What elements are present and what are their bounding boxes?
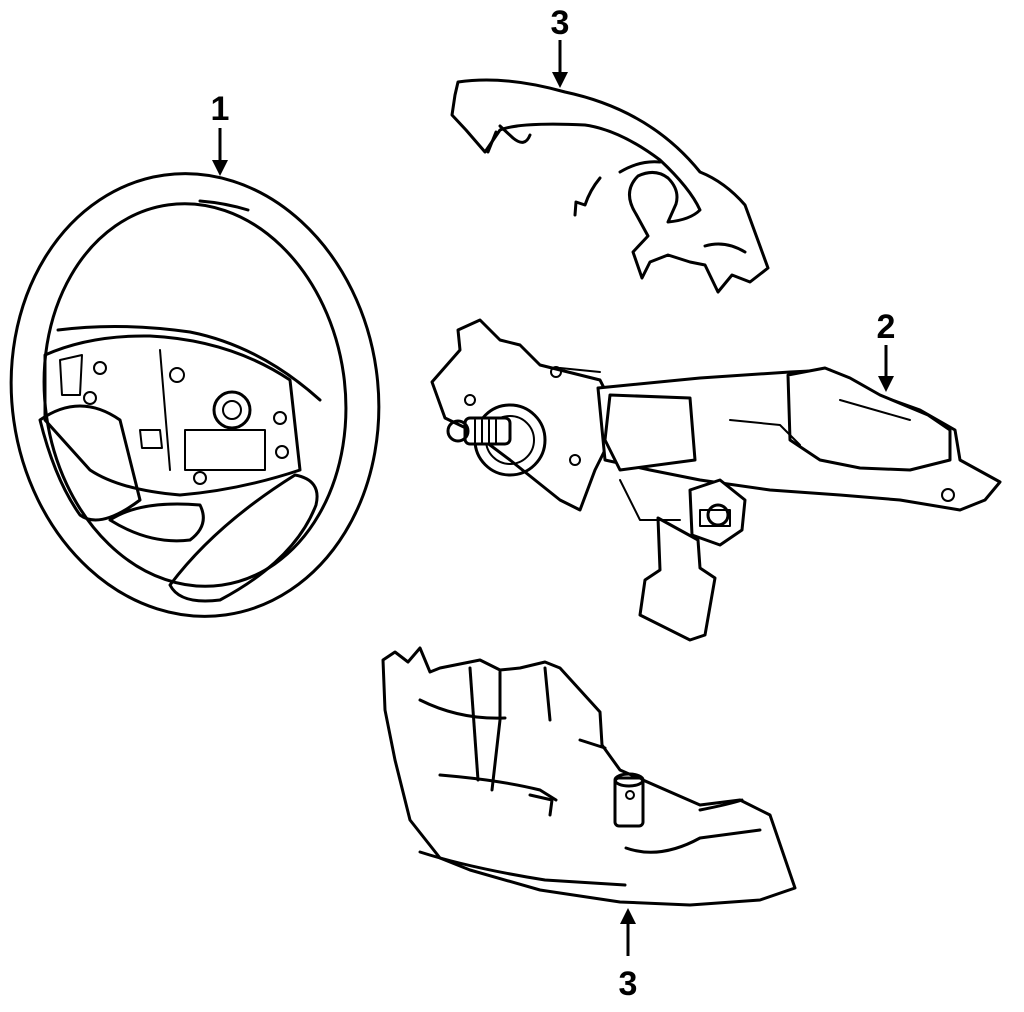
callout-upper-shroud: 3: [551, 4, 570, 42]
callout-steering-wheel: 1: [211, 90, 230, 128]
arrow-upper-shroud: [552, 40, 568, 88]
lower-shroud: [381, 646, 797, 907]
steering-column: [430, 318, 1002, 642]
arrow-lower-shroud: [620, 908, 636, 956]
arrow-steering-wheel: [212, 128, 228, 176]
callout-steering-column: 2: [877, 308, 896, 346]
upper-shroud: [450, 78, 770, 294]
callout-lower-shroud: 3: [619, 965, 638, 1003]
arrow-steering-column: [878, 345, 894, 392]
steering-wheel: [9, 172, 381, 618]
